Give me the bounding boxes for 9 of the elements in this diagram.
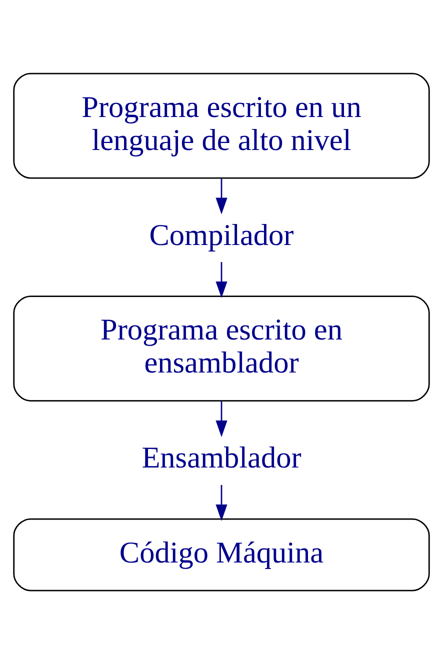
arrow <box>216 262 228 298</box>
node-box: Código Máquina <box>13 518 430 591</box>
arrow <box>216 178 228 214</box>
node-box: Programa escrito en ensamblador <box>13 295 430 401</box>
node-text: Ensamblador <box>142 440 302 474</box>
node-box: Programa escrito en un lenguaje de alto nivel <box>13 72 430 178</box>
arrow <box>216 400 228 437</box>
arrow <box>216 484 228 521</box>
node-text: Compilador <box>149 217 294 252</box>
